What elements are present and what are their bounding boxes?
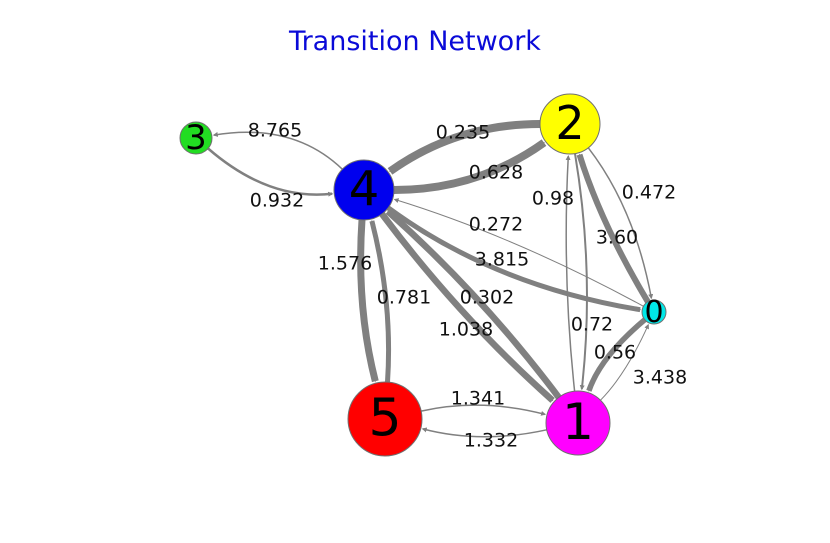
- edge-label-5-to-4: 1.576: [318, 253, 372, 275]
- node-4: 4: [333, 159, 395, 221]
- edge-label-2-to-0: 0.472: [622, 182, 676, 204]
- edge-4-to-0: [386, 205, 642, 313]
- edge-label-4-to-5: 0.781: [377, 287, 431, 309]
- edge-4-to-2: [393, 139, 547, 194]
- edge-label-4-to-0: 3.815: [475, 249, 529, 271]
- edge-label-5-to-1: 1.341: [451, 388, 505, 410]
- node-0-circle: [641, 299, 667, 325]
- edge-label-2-to-4: 0.628: [469, 162, 523, 184]
- edge-1-to-0: [600, 323, 649, 401]
- node-0-label: 0: [644, 295, 663, 330]
- node-4-circle: [333, 159, 395, 221]
- edge-1-to-4: [385, 208, 562, 400]
- node-1-circle: [545, 390, 611, 456]
- edge-label-0-to-1: 3.438: [633, 367, 687, 389]
- edge-2-to-1: [574, 153, 588, 391]
- edge-5-to-1: [420, 404, 547, 416]
- edge-label-1-to-2: 0.98: [532, 188, 574, 210]
- edge-label-0-to-2: 3.60: [596, 227, 638, 249]
- edge-layer: [207, 120, 654, 438]
- edge-2-to-0: [587, 147, 654, 300]
- edge-label-0-to-4: 0.272: [469, 214, 523, 236]
- edge-1-to-5: [421, 427, 547, 438]
- node-2-circle: [539, 93, 601, 155]
- node-1-label: 1: [562, 393, 594, 451]
- node-3-label: 3: [185, 118, 207, 158]
- edge-1-to-2: [565, 155, 576, 392]
- node-5-circle: [347, 381, 423, 457]
- edge-label-4-to-1: 0.302: [460, 287, 514, 309]
- edge-label-3-to-4: 8.765: [248, 120, 302, 142]
- edge-3-to-4: [207, 147, 334, 197]
- edge-label-1-to-5: 1.332: [464, 430, 518, 452]
- edge-label-1-to-0: 0.56: [594, 342, 636, 364]
- node-3: 3: [179, 118, 213, 158]
- edge-4-to-1: [379, 212, 555, 403]
- node-3-circle: [179, 121, 213, 155]
- edge-4-to-5: [357, 219, 379, 383]
- node-2-label: 2: [555, 96, 584, 150]
- node-2: 2: [539, 93, 601, 155]
- edge-5-to-4: [369, 220, 392, 383]
- diagram-title: Transition Network: [289, 26, 541, 57]
- edge-2-to-4: [387, 120, 541, 175]
- edge-label-layer: 8.765 0.932 0.235 0.628 0.272 3.815 0.302 1.038…: [248, 120, 687, 452]
- edge-label-4-to-3: 0.932: [250, 190, 304, 212]
- edge-0-to-4: [393, 198, 644, 307]
- edge-4-to-3: [212, 131, 343, 170]
- node-layer: 0 1 2 3 4 5: [179, 93, 667, 457]
- node-0: 0: [641, 295, 667, 330]
- node-4-label: 4: [349, 161, 380, 217]
- node-5-label: 5: [368, 389, 401, 449]
- node-1: 1: [545, 390, 611, 456]
- edge-label-1-to-4: 1.038: [439, 319, 493, 341]
- edge-label-2-to-1: 0.72: [571, 314, 613, 336]
- edge-0-to-1: [586, 317, 647, 392]
- node-5: 5: [347, 381, 423, 457]
- edge-label-4-to-2: 0.235: [436, 122, 490, 144]
- edge-0-to-2: [576, 153, 651, 304]
